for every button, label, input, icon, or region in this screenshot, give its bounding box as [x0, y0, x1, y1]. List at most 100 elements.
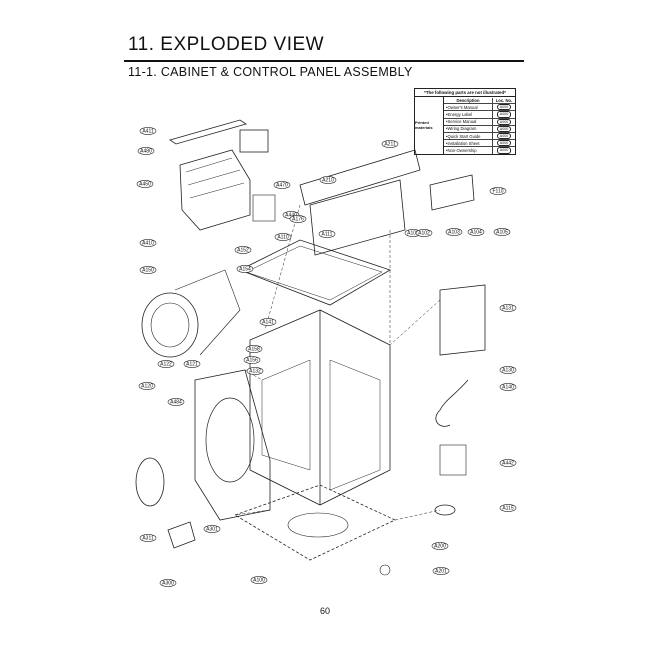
part-tag-label: A140: [502, 385, 514, 391]
base-frame: [234, 484, 396, 561]
part-tag-label: A105: [496, 230, 508, 236]
row-loc: A000: [492, 118, 515, 125]
part-tag-label: A442: [502, 461, 514, 467]
part-tag-label: A102: [418, 231, 430, 237]
page-number: 60: [319, 606, 330, 616]
row-description: •Owner's Manual: [446, 104, 478, 110]
part-tag-a100b: A100: [250, 576, 268, 584]
part-tag-label: A480: [140, 149, 152, 155]
row-description: •Wiring Diagram: [446, 126, 477, 132]
bracket-rod: [169, 119, 247, 145]
loc-tag: A000: [496, 140, 512, 147]
part-tag-label: A111: [322, 232, 333, 238]
part-tag-label: A122: [160, 362, 172, 368]
part-tag-a311: A311: [139, 534, 157, 542]
part-tag-label: A210: [322, 178, 334, 184]
page-title: 11. EXPLODED VIEW: [128, 34, 325, 55]
loc-tag: A000: [496, 147, 512, 154]
part-tag-label: A130: [502, 368, 514, 374]
title-rule: [124, 60, 524, 62]
part-tag-a122: A122: [157, 360, 175, 368]
part-tag-a158: A158: [245, 345, 263, 353]
part-tag-a131: A131: [499, 304, 517, 312]
control-board: [429, 174, 475, 211]
part-tag-a300: A300: [159, 579, 177, 587]
table-row: •Owner's Manual A000: [444, 104, 515, 112]
part-tag-label: A103: [448, 230, 460, 236]
part-tag-a470: A470: [273, 181, 291, 189]
part-tag-a480: A480: [137, 147, 155, 155]
part-tag-label: A131: [502, 306, 514, 312]
part-tag-a410: A410: [139, 239, 157, 247]
part-tag-a104: A104: [467, 228, 485, 236]
part-tag-a140: A140: [499, 383, 517, 391]
part-tag-label: A158: [248, 347, 260, 353]
part-tag-a111: A111: [318, 230, 336, 238]
part-tag-a150: A150: [139, 266, 157, 274]
part-tag-label: A132: [249, 369, 261, 375]
table-group-label: Printed materials: [415, 97, 444, 154]
part-tag-label: A150: [142, 268, 154, 274]
part-tag-label: A450: [139, 182, 151, 188]
part-tag-a105: A105: [493, 228, 511, 236]
table-header-row: Description Loc. No.: [444, 97, 515, 105]
loc-tag: A000: [496, 104, 512, 111]
part-tag-a442: A442: [499, 459, 517, 467]
row-loc: A000: [492, 132, 515, 140]
part-tag-label: A200: [434, 544, 446, 550]
part-tag-a121: A121: [183, 360, 201, 368]
section-title: 11-1. CABINET & CONTROL PANEL ASSEMBLY: [128, 65, 413, 79]
part-tag-a103: A103: [445, 228, 463, 236]
part-tag-label: A440: [285, 213, 297, 219]
part-tag-label: A121: [186, 362, 198, 368]
small-parts: [252, 194, 276, 222]
noise-filter: [439, 444, 467, 476]
column-header-description: Description: [456, 97, 480, 103]
part-tag-label: A115: [502, 506, 514, 512]
part-tag-label: A176: [292, 217, 304, 223]
part-tag-label: A411: [142, 129, 154, 135]
part-tag-a120: A120: [138, 382, 156, 390]
part-tag-a152: A152: [234, 246, 252, 254]
part-tag-label: A141: [262, 320, 274, 326]
hinge: [167, 521, 196, 549]
part-tag-label: A300: [162, 581, 174, 587]
part-tag-label: A201: [435, 569, 447, 575]
part-tag-a484: A484: [167, 398, 185, 406]
table-row: •Energy Label A000: [444, 111, 515, 119]
table-heading: *The following parts are not illustrated…: [415, 89, 515, 97]
loc-tag: A000: [496, 125, 512, 132]
row-loc: A000: [492, 111, 515, 118]
part-tag-label: A484: [170, 400, 182, 406]
part-tag-a130: A130: [499, 366, 517, 374]
row-loc: A000: [492, 147, 515, 154]
part-tag-label: A301: [206, 527, 218, 533]
part-tag-label: A470: [276, 183, 288, 189]
part-tag-a450: A450: [136, 180, 154, 188]
part-tag-label: A104: [470, 230, 482, 236]
control-panel: [309, 179, 406, 256]
column-header-loc: Loc. No.: [492, 97, 515, 103]
part-tag-label: A311: [142, 536, 154, 542]
loc-tag: A000: [496, 132, 512, 140]
part-tag-a200: A200: [431, 542, 449, 550]
row-loc: A000: [492, 125, 515, 132]
part-tag-a201: A201: [432, 567, 450, 575]
part-tag-label: A152: [237, 248, 249, 254]
table-row: •Service Manual A000: [444, 118, 515, 126]
part-tag-a110: A110: [274, 233, 292, 241]
loc-tag: A000: [496, 118, 512, 125]
loc-tag: A000: [496, 111, 512, 118]
part-tag-a176: A176: [289, 215, 307, 223]
part-tag-a301: A301: [203, 525, 221, 533]
row-loc: A000: [492, 104, 515, 111]
control-panel-frame: [299, 149, 421, 206]
row-description: •Service Manual: [446, 119, 477, 125]
part-tag-a211: A211: [381, 140, 399, 148]
tub-front: [141, 292, 199, 358]
row-description: •Energy Label: [446, 111, 473, 117]
part-tag-label: A100: [407, 231, 419, 237]
